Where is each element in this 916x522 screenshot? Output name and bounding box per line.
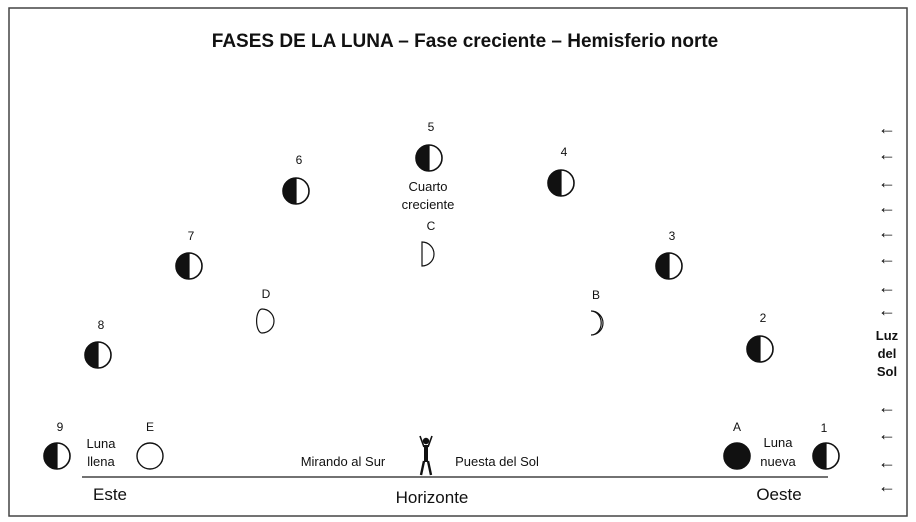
moon-label-a: A: [733, 420, 741, 434]
moon-label-7: 7: [188, 229, 195, 243]
first-quarter-label-line1: Cuarto: [408, 179, 447, 194]
moon-label-5: 5: [428, 120, 435, 134]
moon-label-c: C: [427, 219, 436, 233]
moon-a-new: A: [723, 420, 751, 470]
full-moon-label-line2: llena: [87, 454, 115, 469]
moon-8-first-quarter: 8: [84, 318, 112, 369]
diagram-title: FASES DE LA LUNA – Fase creciente – Hemi…: [212, 31, 718, 52]
moon-label-e: E: [146, 420, 154, 434]
moon-4-first-quarter: 4: [547, 145, 575, 197]
sunlight-label-line1: Luz: [876, 328, 899, 343]
sunlight-label-line2: del: [878, 346, 897, 361]
sunlight-arrow: ←: [878, 300, 896, 320]
moon-1-first-quarter: 1: [812, 421, 840, 470]
moon-5-first-quarter: 5: [415, 120, 443, 172]
horizon-label: Horizonte: [396, 488, 469, 507]
new-moon-label-line1: Luna: [764, 435, 794, 450]
new-moon-label-line2: nueva: [760, 454, 796, 469]
sunlight-arrow: ←: [878, 197, 896, 217]
moon-2-first-quarter: 2: [746, 311, 774, 363]
sunlight-arrow: ←: [878, 248, 896, 268]
diagram-frame: [8, 7, 908, 517]
sunlight-arrow: ←: [878, 172, 896, 192]
west-label: Oeste: [756, 485, 801, 504]
sunset-label: Puesta del Sol: [455, 454, 539, 469]
moon-6-first-quarter: 6: [282, 153, 310, 205]
moon-b-waxing-crescent: B: [590, 288, 604, 336]
first-quarter-label-line2: creciente: [402, 197, 455, 212]
moon-label-d: D: [262, 287, 271, 301]
moon-9-first-quarter: 9: [43, 420, 71, 470]
moon-markers: 1 2 3 4 5 6 7 8 9 A B C D E: [43, 120, 840, 470]
sunlight-arrow: ←: [878, 397, 896, 417]
moon-label-1: 1: [821, 421, 828, 435]
moon-e-full: E: [136, 420, 164, 470]
sunlight-arrows: ← ← ← ← ← ← ← ← ← ← ← ←: [878, 118, 896, 496]
moon-label-8: 8: [98, 318, 105, 332]
moon-d-waxing-gibbous: D: [256, 287, 275, 334]
sunlight-arrow: ←: [878, 118, 896, 138]
moon-c-first-quarter-outline: C: [421, 219, 436, 267]
moon-3-first-quarter: 3: [655, 229, 683, 280]
sunlight-arrow: ←: [878, 144, 896, 164]
sunlight-arrow: ←: [878, 476, 896, 496]
east-label: Este: [93, 485, 127, 504]
moon-label-2: 2: [760, 311, 767, 325]
moon-label-9: 9: [57, 420, 64, 434]
moon-label-b: B: [592, 288, 600, 302]
sunlight-label-line3: Sol: [877, 364, 897, 379]
sunlight-arrow: ←: [878, 222, 896, 242]
moon-label-3: 3: [669, 229, 676, 243]
sunlight-arrow: ←: [878, 424, 896, 444]
moon-7-first-quarter: 7: [175, 229, 203, 280]
moon-label-4: 4: [561, 145, 568, 159]
sunlight-arrow: ←: [878, 277, 896, 297]
facing-south-label: Mirando al Sur: [301, 454, 386, 469]
sunlight-arrow: ←: [878, 452, 896, 472]
observer-figure: [419, 435, 433, 476]
full-moon-label-line1: Luna: [87, 436, 117, 451]
moon-label-6: 6: [296, 153, 303, 167]
